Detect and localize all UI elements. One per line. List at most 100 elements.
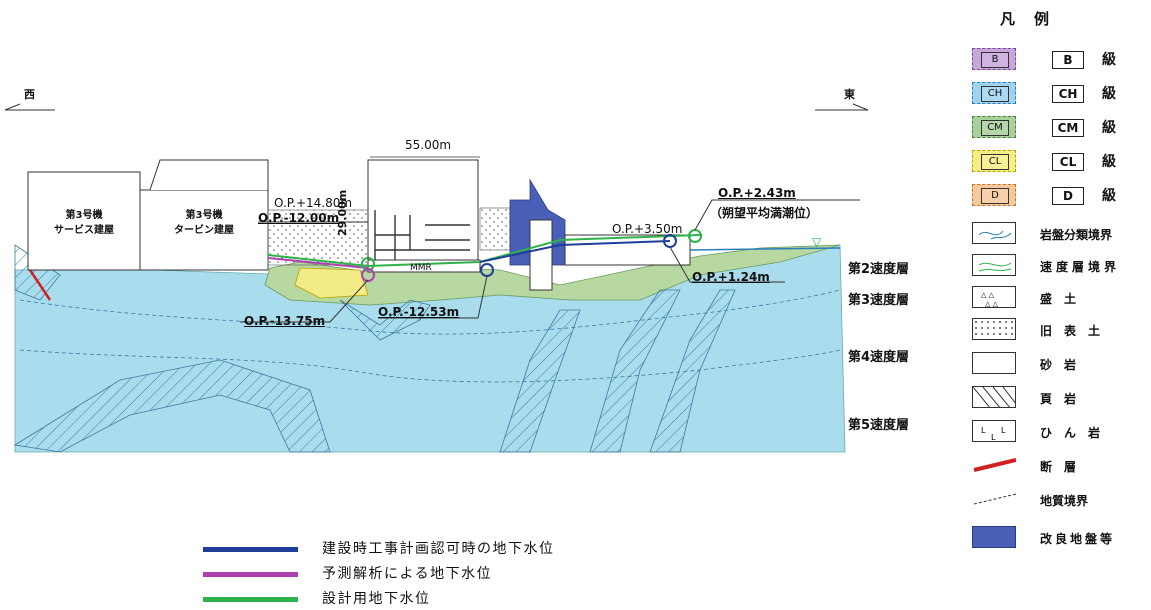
sea-surface (689, 247, 841, 251)
grade-code: CL (981, 154, 1009, 170)
legend-geologic-boundary: 地質境界 (972, 488, 1147, 512)
grade-swatch: CH (972, 82, 1016, 104)
grade-code: D (981, 188, 1009, 204)
unit3-turbine-building (139, 189, 269, 271)
old-surface-soil-icon (972, 318, 1016, 340)
geologic-boundary-line (19, 349, 841, 383)
improved-ground-icon (972, 526, 1016, 548)
east-revetment (564, 234, 691, 266)
rock-class-boundary-icon (972, 222, 1016, 244)
svg-text:△ △: △ △ (985, 300, 999, 308)
grade-code: CM (981, 120, 1009, 136)
grade-suffix: 級 (1102, 154, 1116, 170)
grade-suffix: 級 (1102, 120, 1116, 136)
elevation-label: O.P.+2.43m (718, 186, 796, 200)
legend-text: 旧 表 土 (1040, 324, 1101, 338)
legend-fault: 断 層 (972, 454, 1147, 478)
svg-text:L: L (991, 433, 996, 442)
grade-suffix: 級 (1102, 86, 1116, 102)
design-water-level-swatch (203, 597, 298, 602)
grade-swatch: D (972, 184, 1016, 206)
tide-note: （朔望平均満潮位） (710, 206, 819, 220)
water-line-text: 設計用地下水位 (322, 591, 431, 607)
legend-rock-class-boundary: 岩盤分類境界 (972, 222, 1147, 246)
fill-soil-icon: △ △△ △ (972, 286, 1016, 308)
elevation-label: O.P.+1.24m (692, 270, 770, 284)
grade-box: CM (1052, 119, 1084, 137)
elevation-label: O.P.+3.50m (612, 222, 683, 236)
leader-line (694, 199, 860, 231)
building-label-line: 第3号機 (65, 210, 103, 221)
predicted-water-level-line (267, 257, 369, 269)
service-building-label: 第3号機 サービス建屋 (28, 208, 140, 238)
velocity-layer-boundary-icon (972, 254, 1016, 276)
grade-swatch: B (972, 48, 1016, 70)
leader-line (240, 279, 369, 323)
building-label-line: サービス建屋 (54, 225, 114, 236)
turbine-building-roof (149, 159, 269, 191)
shale-icon (972, 386, 1016, 408)
reactor-building (367, 159, 479, 261)
legend-text: 地質境界 (1040, 494, 1089, 508)
legend-text: 断 層 (1040, 460, 1077, 474)
water-line-text: 建設時工事計画認可時の地下水位 (322, 541, 555, 557)
velocity-layer-label: 第5速度層 (848, 418, 910, 433)
grade-label: CM 級 (1052, 117, 1116, 137)
building-label-line: 第3号機 (185, 210, 223, 221)
east-arrow (815, 103, 869, 111)
legend-text: 頁 岩 (1040, 392, 1077, 406)
shale-band (339, 299, 431, 341)
leader-line (669, 246, 785, 283)
seawall-structure (529, 219, 553, 291)
reactor-internal-walls (374, 210, 470, 260)
cl-grade-rock-zone (294, 267, 369, 299)
west-label: 西 (24, 88, 35, 101)
grade-box: D (1052, 187, 1084, 205)
legend-sandstone: 砂 岩 (972, 352, 1147, 376)
leader-line (378, 275, 488, 319)
svg-text:△ △: △ △ (981, 291, 995, 299)
depth-label: 29.00m (336, 189, 349, 236)
velocity-layer-label: 第4速度層 (848, 350, 910, 365)
grade-code: B (981, 52, 1009, 68)
svg-text:L: L (1001, 426, 1006, 435)
legend-grade-cm: CM CM 級 (972, 116, 1147, 140)
legend-fill-soil: △ △△ △ 盛 土 (972, 286, 1147, 310)
construction-water-level-swatch (203, 547, 298, 552)
velocity-layer-label: 第2速度層 (848, 262, 910, 277)
grade-suffix: 級 (1102, 52, 1116, 68)
legend-text: 速度層境界 (1040, 260, 1121, 274)
legend-text: 盛 土 (1040, 292, 1077, 306)
building-label-line: タービン建屋 (174, 225, 234, 236)
shale-band (13, 359, 331, 453)
sea-level-mark: ▽ (812, 235, 822, 249)
east-label: 東 (844, 88, 855, 101)
old-surface-soil-zone (479, 207, 511, 251)
grade-label: CH 級 (1052, 83, 1116, 103)
legend-text: 岩盤分類境界 (1040, 228, 1113, 242)
legend-old-surface-soil: 旧 表 土 (972, 318, 1147, 342)
fault-line (28, 269, 52, 301)
dimension-label: 55.00m (405, 138, 452, 152)
turbine-building-label: 第3号機 タービン建屋 (142, 208, 266, 238)
sandstone-icon (972, 352, 1016, 374)
construction-water-level-line (479, 240, 671, 263)
elevation-label: O.P.-12.00m (258, 211, 340, 225)
grade-box: CH (1052, 85, 1084, 103)
west-arrow (4, 103, 55, 111)
water-line-text: 予測解析による地下水位 (322, 566, 493, 582)
grade-suffix: 級 (1102, 188, 1116, 204)
elevation-label: O.P.+14.80m (274, 196, 353, 210)
grade-swatch: CM (972, 116, 1016, 138)
geologic-boundary-icon (973, 493, 1016, 505)
marker-circle (361, 268, 375, 282)
fault-icon (973, 458, 1016, 472)
